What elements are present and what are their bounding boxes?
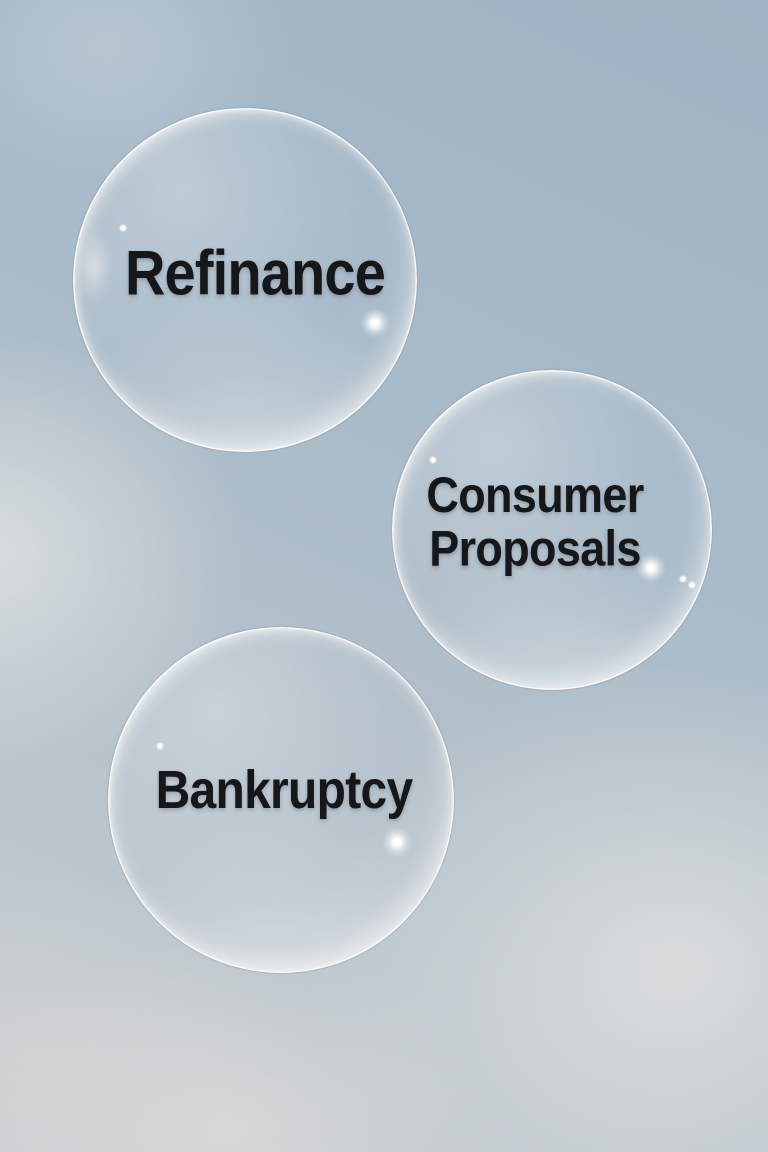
bubble-label-consumer-proposals: Consumer Proposals: [426, 466, 644, 577]
bubble-label-refinance: Refinance: [124, 237, 386, 308]
bubble-highlight-glow: [360, 308, 391, 338]
bubble-refinance: Refinance: [72, 107, 418, 453]
bubble-consumer-proposals: Consumer Proposals: [391, 369, 713, 691]
bubble-bankruptcy: Bankruptcy: [107, 626, 455, 974]
label-line: Proposals: [429, 519, 641, 577]
bubble-highlight-dot: [678, 574, 687, 583]
bubble-label-bankruptcy: Bankruptcy: [155, 760, 414, 821]
bubble-highlight-dot: [428, 455, 437, 464]
bubble-highlight-dot: [155, 742, 164, 751]
label-line: Refinance: [124, 237, 386, 308]
label-line: Bankruptcy: [155, 760, 414, 821]
bubble-highlight-glow: [381, 826, 412, 857]
bubble-highlight-dot: [118, 224, 127, 233]
label-line: Consumer: [426, 466, 644, 524]
bubble-rim-haze: [76, 227, 111, 306]
bubble-highlight-dot: [688, 581, 697, 590]
